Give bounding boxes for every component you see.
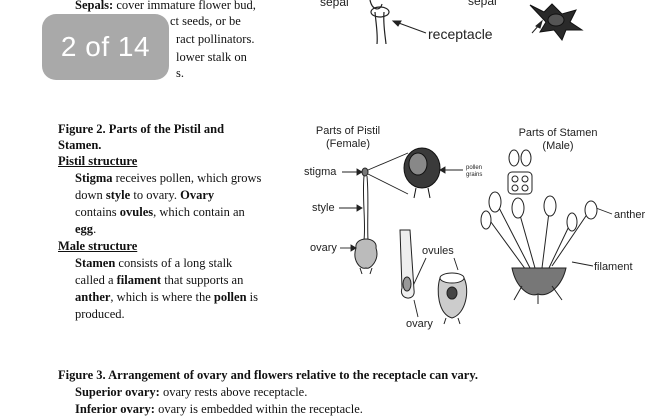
pistil-line-4: egg. — [75, 221, 96, 237]
superior-ovary-text: ovary rests above receptacle. — [159, 385, 308, 399]
figure2-caption-line2: Stamen. — [58, 138, 102, 152]
stigma-magnified — [403, 147, 441, 199]
male-line-3: anther, which is where the pollen is — [75, 289, 258, 305]
sepals-line-4: lower stalk on — [176, 50, 247, 64]
male-text-2a: called a — [75, 273, 117, 287]
pistil-line-2: down style to ovary. Ovary — [75, 187, 214, 203]
pollen-grains — [507, 149, 533, 195]
term-pollen: pollen — [213, 290, 247, 304]
male-text-1: consists of a long stalk — [115, 256, 233, 270]
male-text-3b: , which is where the — [110, 290, 214, 304]
pistil-text-3a: contains — [75, 205, 120, 219]
flower-receptacle-figure: sepal receptacle sepal — [320, 0, 584, 45]
male-line-1: Stamen consists of a long stalk — [75, 255, 232, 271]
pollen-label: pollen — [466, 165, 482, 171]
term-inferior-ovary: Inferior ovary: — [75, 402, 155, 416]
term-ovary: Ovary — [180, 188, 215, 202]
term-egg: egg — [75, 222, 94, 236]
receptacle-flower-right — [529, 3, 584, 41]
page-counter-badge: 2 of 14 — [42, 14, 169, 80]
male-line-4: produced. — [75, 307, 125, 321]
ovary-cross-section — [399, 229, 468, 325]
ovary-bottom-label: ovary — [406, 318, 433, 330]
male-text-3d: is — [246, 290, 258, 304]
inferior-ovary-line: Inferior ovary: ovary is embedded within… — [75, 401, 363, 417]
receptacle-label: receptacle — [428, 26, 493, 42]
sepal-left-label: sepal — [320, 0, 349, 9]
pistil-title-line1: Parts of Pistil — [316, 125, 380, 137]
page-counter-label: 2 of 14 — [60, 31, 151, 62]
pistil-stamen-diagram: Parts of Pistil (Female) Parts of Stamen… — [304, 125, 646, 330]
sepal-right-label: sepal — [468, 0, 497, 8]
pistil-text-2c: to ovary. — [130, 188, 181, 202]
label-pointers — [339, 152, 613, 318]
grains-label: grains — [466, 172, 482, 178]
term-anther: anther — [75, 290, 111, 304]
pistil-drawing — [354, 167, 378, 275]
pistil-heading: Pistil structure — [58, 154, 138, 168]
term-ovules: ovules — [119, 205, 154, 219]
pistil-text-4b: . — [93, 222, 97, 236]
receptacle-arrows — [391, 19, 543, 34]
stamen-title-line1: Parts of Stamen — [519, 127, 598, 139]
pistil-line-1: Stigma receives pollen, which grows — [75, 170, 261, 186]
sepals-line-5: s. — [176, 66, 184, 80]
sepals-text: cover immature flower bud, — [113, 0, 256, 12]
stamen-cluster — [480, 191, 598, 304]
stamen-title-line2: (Male) — [542, 140, 573, 152]
style-label: style — [312, 202, 335, 214]
term-stamen: Stamen — [75, 256, 116, 270]
pistil-title-line2: (Female) — [326, 138, 370, 150]
sepals-term: Sepals: — [75, 0, 114, 12]
male-text-2c: that supports an — [161, 273, 244, 287]
sepals-line-3: ract pollinators. — [176, 32, 255, 46]
term-filament: filament — [116, 273, 162, 287]
filament-label: filament — [594, 261, 633, 273]
inferior-ovary-text: ovary is embedded within the receptacle. — [154, 402, 363, 416]
sepals-line-1: Sepals: cover immature flower bud, — [75, 0, 256, 13]
pistil-line-3: contains ovules, which contain an — [75, 204, 245, 220]
term-style: style — [105, 188, 131, 202]
pistil-text-2a: down — [75, 188, 106, 202]
superior-ovary-line: Superior ovary: ovary rests above recept… — [75, 384, 307, 400]
sepals-line-2: ct seeds, or be — [170, 14, 241, 28]
pistil-text-1: receives pollen, which grows — [112, 171, 262, 185]
figure2-caption-line1: Figure 2. Parts of the Pistil and — [58, 122, 225, 136]
ovules-label: ovules — [422, 245, 454, 257]
receptacle-flower-left — [369, 0, 390, 45]
ovary-left-label: ovary — [310, 242, 337, 254]
male-line-2: called a filament that supports an — [75, 272, 243, 288]
stigma-label: stigma — [304, 166, 337, 178]
male-heading: Male structure — [58, 239, 138, 253]
term-stigma: Stigma — [75, 171, 113, 185]
figure3-caption: Figure 3. Arrangement of ovary and flowe… — [58, 368, 479, 382]
pistil-text-3c: , which contain an — [153, 205, 245, 219]
term-superior-ovary: Superior ovary: — [75, 385, 160, 399]
anther-label: anther — [614, 209, 646, 221]
